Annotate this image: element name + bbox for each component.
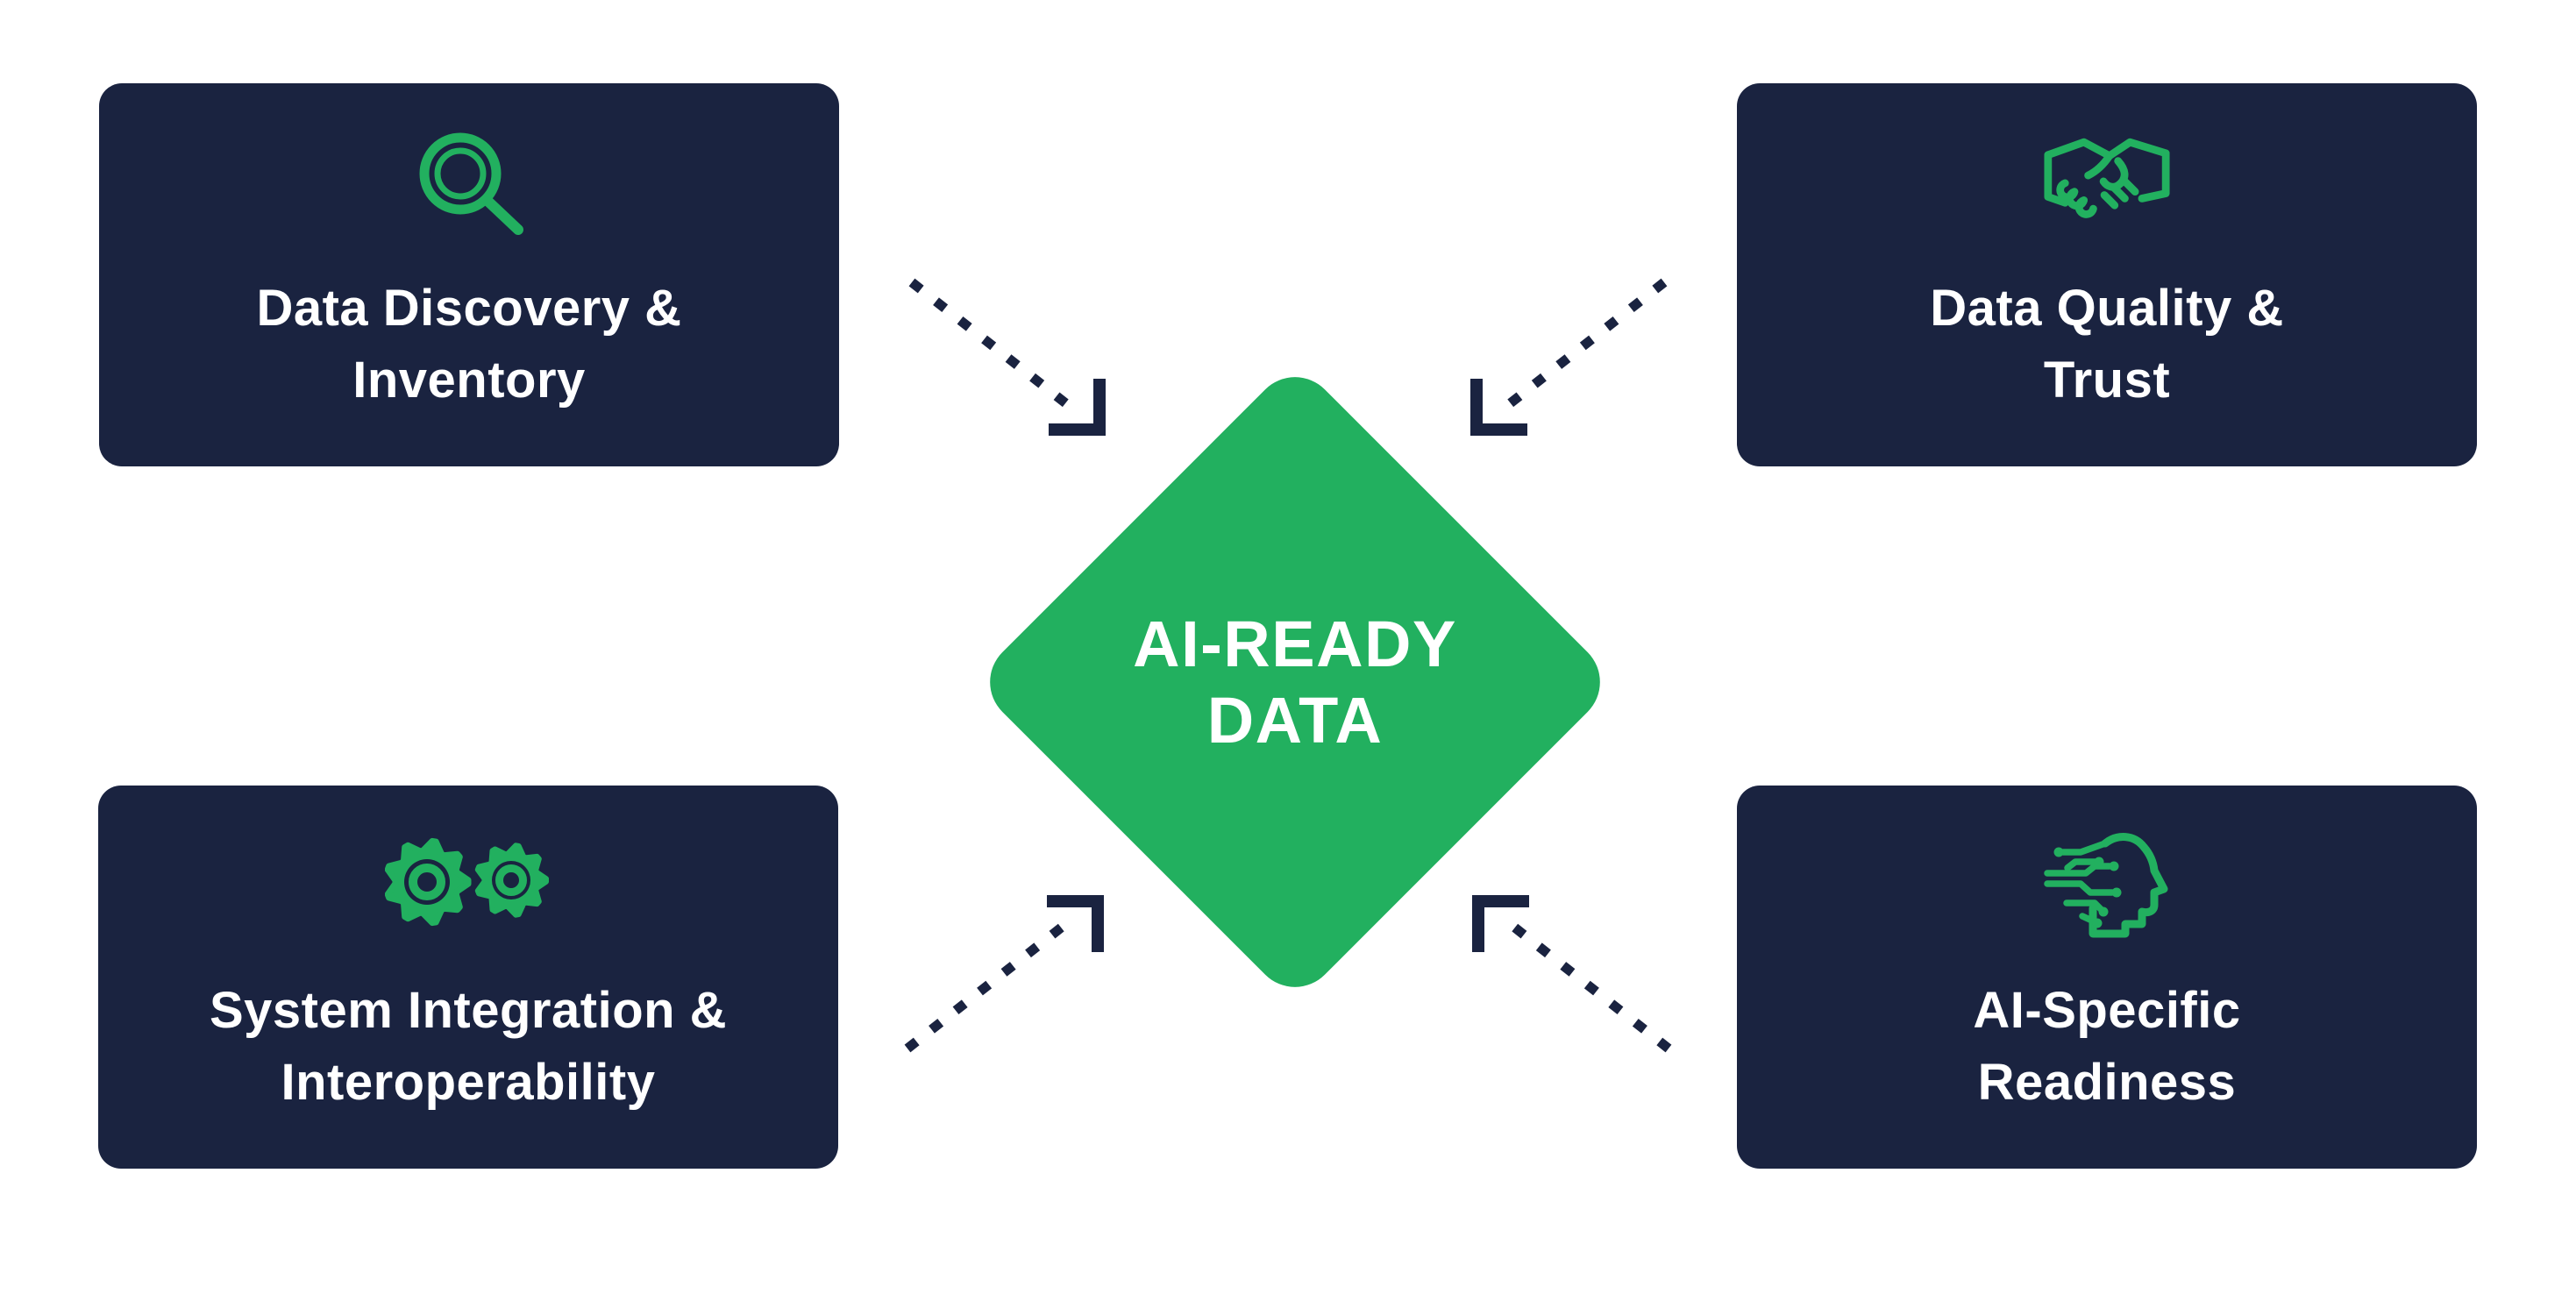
card-label: Data Discovery & Inventory [256,273,681,417]
card-data-discovery-inventory: Data Discovery & Inventory [99,83,839,466]
card-data-quality-trust: Data Quality & Trust [1737,83,2477,466]
ai-head-circuit-icon [2040,822,2174,942]
card-label-line2: Interoperability [281,1054,656,1112]
handshake-icon [2043,120,2171,239]
card-label-line1: Data Discovery & [256,280,682,337]
magnifier-search-icon [399,120,539,239]
card-system-integration-interoperability: System Integration & Interoperability [98,786,838,1169]
card-label-line1: System Integration & [209,982,728,1039]
gears-icon [385,822,551,942]
card-label-line1: AI-Specific [1973,982,2241,1039]
arrow-top-right [1470,278,1668,436]
card-ai-specific-readiness: AI-Specific Readiness [1737,786,2477,1169]
card-label-line2: Inventory [352,352,586,409]
card-label-line1: Data Quality & [1930,280,2284,337]
card-label: System Integration & Interoperability [210,975,727,1120]
arrow-bottom-left [904,895,1104,1053]
card-label-line2: Readiness [1977,1054,2237,1112]
arrow-bottom-right [1472,895,1672,1053]
arrow-top-left [908,278,1106,436]
card-label-line2: Trust [2043,352,2171,409]
card-label: Data Quality & Trust [1930,273,2283,417]
card-label: AI-Specific Readiness [1973,975,2240,1120]
